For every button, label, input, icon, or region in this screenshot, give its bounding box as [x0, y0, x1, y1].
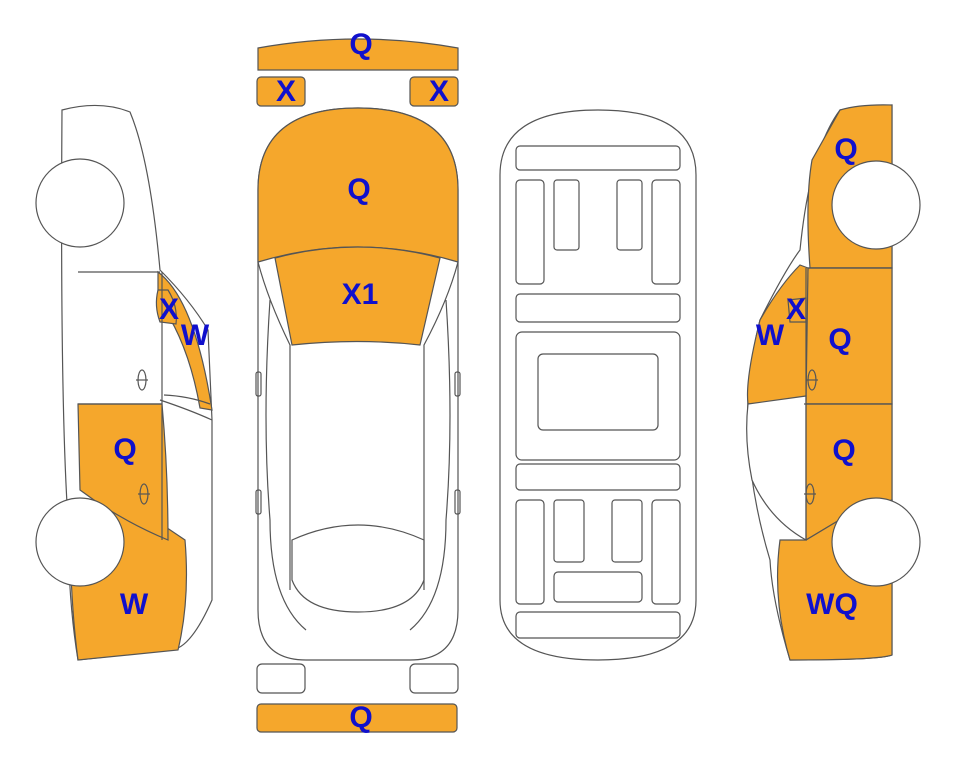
label-rear-bumper: Q: [349, 701, 372, 734]
label-right-rear-quarter: WQ: [806, 588, 858, 621]
label-left-rear-quarter: W: [120, 588, 149, 621]
label-hood: Q: [347, 173, 370, 206]
front-bumper[interactable]: [257, 38, 459, 71]
underbody-view: [499, 109, 697, 661]
label-right-front-door: Q: [828, 323, 851, 356]
left-side-view: [35, 104, 213, 661]
front-left-lamp[interactable]: [256, 76, 306, 107]
left-front-window-panel[interactable]: [155, 289, 177, 325]
label-left-front-window: X: [159, 293, 179, 326]
label-front-right-lamp: X: [429, 75, 449, 108]
front-right-lamp[interactable]: [409, 76, 459, 107]
label-front-bumper: Q: [349, 28, 372, 61]
right-side-view: [746, 104, 921, 661]
rear-left-lamp[interactable]: [256, 663, 306, 694]
label-windshield: X1: [342, 278, 379, 311]
label-right-front-pillar: W: [756, 319, 785, 352]
top-view-car: [255, 107, 461, 661]
label-right-front-window: X: [786, 293, 806, 326]
label-front-left-lamp: X: [276, 75, 296, 108]
rear-bumper[interactable]: [256, 703, 458, 733]
rear-right-lamp[interactable]: [409, 663, 459, 694]
label-left-front-pillar: W: [181, 319, 210, 352]
label-right-front-fender: Q: [834, 133, 857, 166]
windshield-panel[interactable]: [274, 246, 441, 346]
label-right-rear-door: Q: [832, 434, 855, 467]
label-left-rear-door: Q: [113, 433, 136, 466]
